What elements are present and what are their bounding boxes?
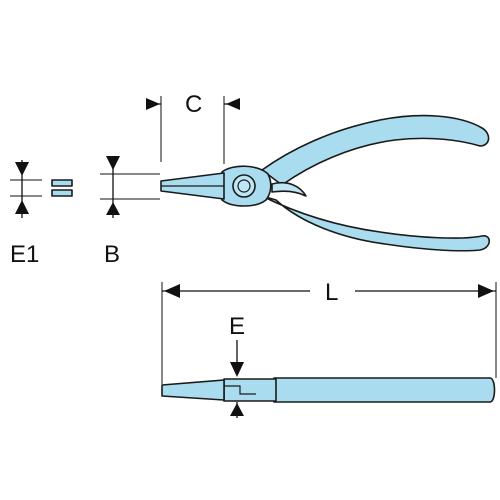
l-arrow-right-icon: [478, 284, 494, 298]
side-handle: [273, 377, 496, 403]
cross-section-lower: [51, 189, 73, 197]
dimension-b: B: [100, 156, 160, 268]
side-nose: [161, 379, 225, 401]
dimension-l: L: [161, 279, 497, 384]
e-arrow-up-icon: [230, 403, 244, 416]
b-arrow-down-icon: [106, 156, 120, 170]
e1-arrow-down-icon: [15, 162, 29, 176]
dimension-e: E: [229, 313, 245, 418]
dimension-e1: E1: [10, 160, 42, 268]
cross-section-upper: [51, 179, 73, 187]
pivot-inner-ring: [237, 179, 251, 193]
label-b: B: [104, 241, 120, 268]
label-e: E: [229, 313, 245, 340]
l-arrow-left-icon: [164, 284, 180, 298]
side-joint-step: [224, 385, 256, 395]
dimension-c: C: [146, 91, 240, 164]
b-arrow-up-icon: [106, 202, 120, 215]
label-c: C: [185, 91, 202, 118]
label-l: L: [325, 279, 338, 306]
side-joint: [223, 378, 277, 402]
lower-handle: [261, 195, 491, 252]
label-e1: E1: [10, 241, 39, 268]
pliers-side-view-icon: [161, 377, 496, 403]
c-arrow-right-icon: [146, 98, 160, 110]
e1-arrow-up-icon: [15, 200, 29, 214]
pliers-top-view-icon: [160, 114, 491, 252]
jaw-cross-section-icon: [51, 179, 73, 197]
upper-handle: [261, 114, 490, 186]
pivot-screw-icon: [232, 174, 256, 198]
e-arrow-down-icon: [230, 362, 244, 377]
spring-detail: [271, 181, 307, 197]
c-arrow-left-icon: [226, 98, 240, 110]
